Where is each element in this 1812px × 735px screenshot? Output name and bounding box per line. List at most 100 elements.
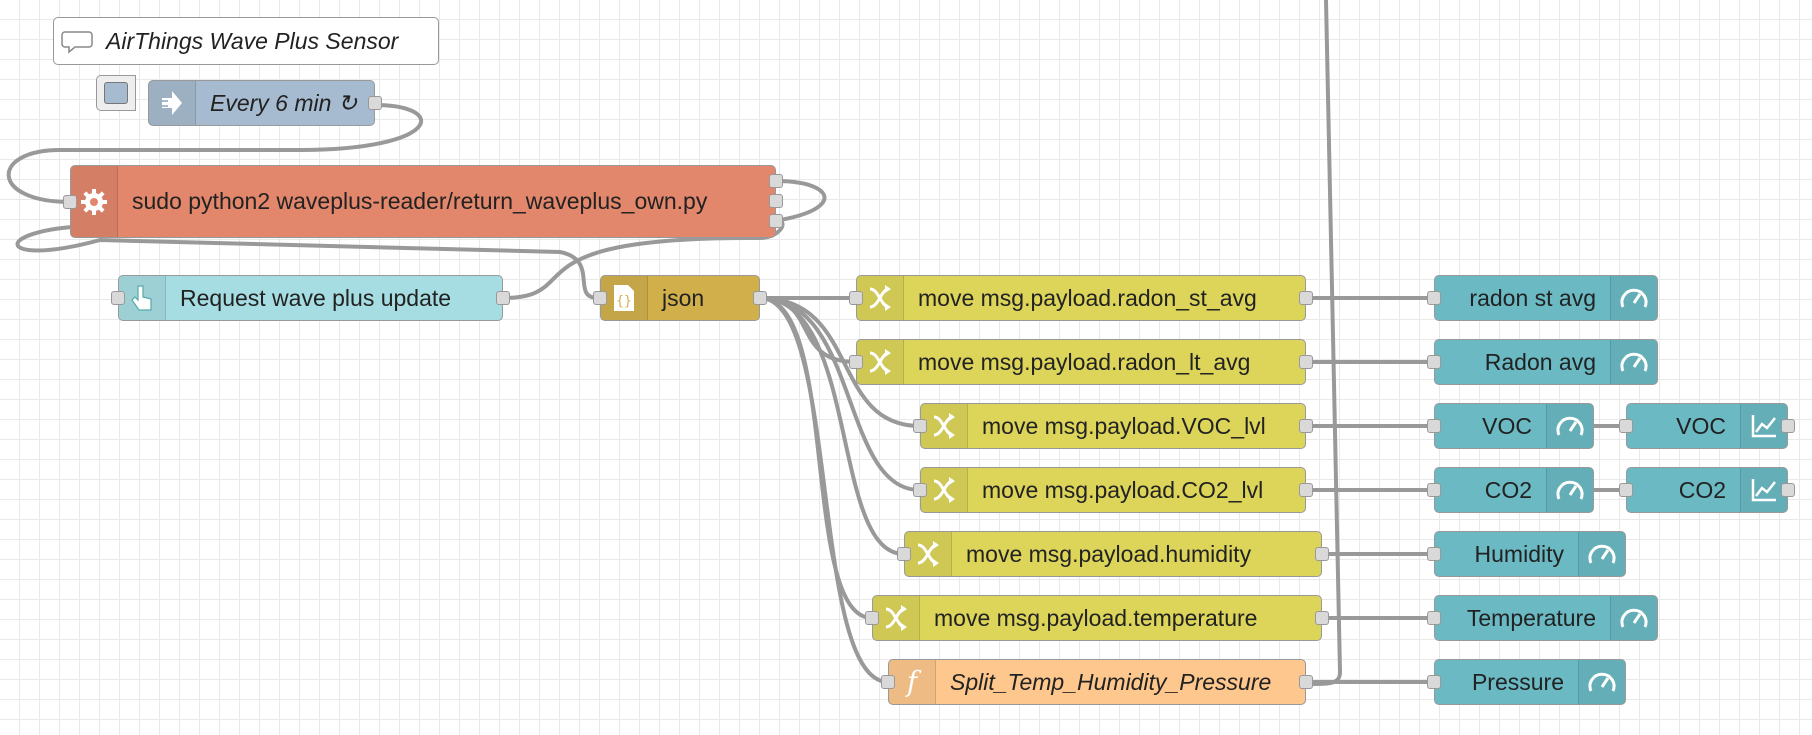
gauge-input-port[interactable]: [1427, 675, 1441, 689]
svg-text:f: f: [905, 666, 922, 698]
change-input-port[interactable]: [849, 355, 863, 369]
json-label: json: [662, 284, 705, 311]
change-label: move msg.payload.temperature: [934, 604, 1258, 631]
gauge-label: radon st avg: [1469, 284, 1596, 311]
exec-output-port-rc[interactable]: [769, 214, 783, 228]
function-output-port[interactable]: [1299, 675, 1313, 689]
gauge-input-port[interactable]: [1427, 291, 1441, 305]
gauge-node-voc[interactable]: VOC: [1427, 403, 1594, 449]
exec-output-port-stderr[interactable]: [769, 194, 783, 208]
gauge-icon: [1610, 276, 1657, 320]
change-output-port[interactable]: [1299, 291, 1313, 305]
change-output-port[interactable]: [1299, 483, 1313, 497]
chart-node-co2[interactable]: CO2: [1619, 467, 1795, 513]
change-node-radon-st[interactable]: move msg.payload.radon_st_avg: [849, 275, 1313, 321]
inject-trigger-button[interactable]: [96, 75, 136, 111]
gear-icon: [71, 166, 118, 237]
gauge-icon: [1610, 340, 1657, 384]
comment-node[interactable]: AirThings Wave Plus Sensor: [53, 17, 439, 65]
gauge-node-co2[interactable]: CO2: [1427, 467, 1594, 513]
change-label: move msg.payload.radon_st_avg: [918, 284, 1257, 311]
json-output-port[interactable]: [753, 291, 767, 305]
button-output-port[interactable]: [496, 291, 510, 305]
function-icon: f: [889, 660, 936, 704]
inject-output-port[interactable]: [368, 96, 382, 110]
gauge-icon: [1546, 468, 1593, 512]
change-input-port[interactable]: [913, 483, 927, 497]
change-label: move msg.payload.VOC_lvl: [982, 412, 1266, 439]
change-node-voc[interactable]: move msg.payload.VOC_lvl: [913, 403, 1313, 449]
wire-json-change2: [758, 296, 858, 364]
gauge-icon: [1610, 596, 1657, 640]
wire-json-change5: [758, 296, 906, 556]
exec-node[interactable]: sudo python2 waveplus-reader/return_wave…: [63, 165, 783, 238]
function-label: Split_Temp_Humidity_Pressure: [950, 668, 1272, 695]
comment-icon: [54, 18, 100, 64]
change-node-radon-lt[interactable]: move msg.payload.radon_lt_avg: [849, 339, 1313, 385]
gauge-label: VOC: [1482, 412, 1532, 439]
gauge-input-port[interactable]: [1427, 419, 1441, 433]
inject-node[interactable]: Every 6 min ↻: [148, 80, 382, 126]
gauge-node-humidity[interactable]: Humidity: [1427, 531, 1626, 577]
chart-input-port[interactable]: [1619, 483, 1633, 497]
shuffle-icon: [873, 596, 920, 640]
function-node[interactable]: f Split_Temp_Humidity_Pressure: [881, 659, 1313, 705]
change-input-port[interactable]: [913, 419, 927, 433]
change-node-temperature[interactable]: move msg.payload.temperature: [865, 595, 1329, 641]
change-input-port[interactable]: [849, 291, 863, 305]
gauge-icon: [1546, 404, 1593, 448]
gauge-label: Temperature: [1466, 604, 1596, 631]
inject-arrow-icon: [149, 81, 196, 125]
wire-json-change4: [758, 296, 922, 492]
gauge-input-port[interactable]: [1427, 355, 1441, 369]
gauge-input-port[interactable]: [1427, 611, 1441, 625]
gauge-input-port[interactable]: [1427, 483, 1441, 497]
svg-text:{}: {}: [616, 294, 632, 309]
shuffle-icon: [857, 340, 904, 384]
gauge-label: CO2: [1484, 476, 1532, 503]
shuffle-icon: [857, 276, 904, 320]
shuffle-icon: [905, 532, 952, 576]
change-output-port[interactable]: [1315, 611, 1329, 625]
change-output-port[interactable]: [1299, 355, 1313, 369]
change-node-co2[interactable]: move msg.payload.CO2_lvl: [913, 467, 1313, 513]
change-input-port[interactable]: [897, 547, 911, 561]
inject-label: Every 6 min ↻: [210, 89, 358, 116]
change-output-port[interactable]: [1299, 419, 1313, 433]
chart-output-port[interactable]: [1781, 483, 1795, 497]
function-input-port[interactable]: [881, 675, 895, 689]
gauge-node-radon-avg[interactable]: Radon avg: [1427, 339, 1658, 385]
shuffle-icon: [921, 404, 968, 448]
change-output-port[interactable]: [1315, 547, 1329, 561]
gauge-node-radon-st[interactable]: radon st avg: [1427, 275, 1658, 321]
json-braces-icon: {}: [601, 276, 648, 320]
button-label: Request wave plus update: [180, 284, 452, 311]
line-chart-icon: [1740, 404, 1787, 448]
gauge-node-pressure[interactable]: Pressure: [1427, 659, 1626, 705]
json-input-port[interactable]: [593, 291, 607, 305]
json-node[interactable]: {} json: [593, 275, 767, 321]
gauge-input-port[interactable]: [1427, 547, 1441, 561]
wire-top-function: [1308, 0, 1343, 686]
change-label: move msg.payload.radon_lt_avg: [918, 348, 1251, 375]
change-input-port[interactable]: [865, 611, 879, 625]
exec-label: sudo python2 waveplus-reader/return_wave…: [132, 188, 708, 214]
exec-output-port-stdout[interactable]: [769, 174, 783, 188]
change-label: move msg.payload.CO2_lvl: [982, 476, 1264, 503]
chart-label: CO2: [1678, 476, 1726, 503]
chart-input-port[interactable]: [1619, 419, 1633, 433]
change-node-humidity[interactable]: move msg.payload.humidity: [897, 531, 1329, 577]
gauge-icon: [1578, 660, 1625, 704]
gauge-label: Humidity: [1474, 540, 1564, 567]
exec-input-port[interactable]: [63, 195, 77, 209]
chart-output-port[interactable]: [1781, 419, 1795, 433]
comment-label: AirThings Wave Plus Sensor: [106, 27, 399, 54]
shuffle-icon: [921, 468, 968, 512]
hand-pointer-icon: [119, 276, 166, 320]
chart-node-voc[interactable]: VOC: [1619, 403, 1795, 449]
button-input-port[interactable]: [111, 291, 125, 305]
line-chart-icon: [1740, 468, 1787, 512]
request-update-button-node[interactable]: Request wave plus update: [111, 275, 510, 321]
gauge-node-temperature[interactable]: Temperature: [1427, 595, 1658, 641]
gauge-label: Radon avg: [1484, 348, 1596, 375]
